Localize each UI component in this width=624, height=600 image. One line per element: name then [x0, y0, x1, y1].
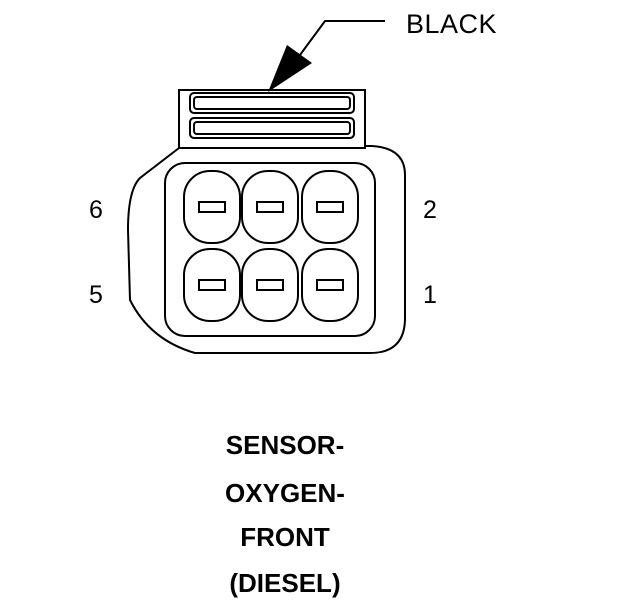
terminal-slot	[198, 279, 226, 291]
terminal-cavity	[183, 170, 241, 244]
terminal-cavity	[183, 248, 241, 322]
cavity-grid	[183, 170, 359, 322]
caption-line-2: OXYGEN-	[225, 478, 345, 508]
terminal-slot	[256, 201, 284, 213]
leader-arrowhead	[268, 45, 312, 92]
terminal-cavity	[241, 170, 299, 244]
caption-line-1: SENSOR-	[225, 430, 345, 460]
terminal-slot	[316, 279, 344, 291]
pin-label-2: 2	[423, 196, 437, 224]
caption-line-3: FRONT	[240, 522, 330, 552]
terminal-cavity	[301, 248, 359, 322]
terminal-cavity	[241, 248, 299, 322]
terminal-slot	[256, 279, 284, 291]
terminal-slot	[198, 201, 226, 213]
terminal-slot	[316, 201, 344, 213]
pin-label-5: 5	[89, 281, 103, 309]
cavity-frame	[164, 162, 376, 337]
pin-label-6: 6	[89, 196, 103, 224]
caption-line-4: (DIESEL)	[229, 568, 341, 598]
terminal-cavity	[301, 170, 359, 244]
pin-label-1: 1	[423, 281, 437, 309]
wire-color-label: BLACK	[406, 9, 498, 39]
connector-body	[126, 145, 406, 354]
locking-tab	[178, 89, 366, 149]
